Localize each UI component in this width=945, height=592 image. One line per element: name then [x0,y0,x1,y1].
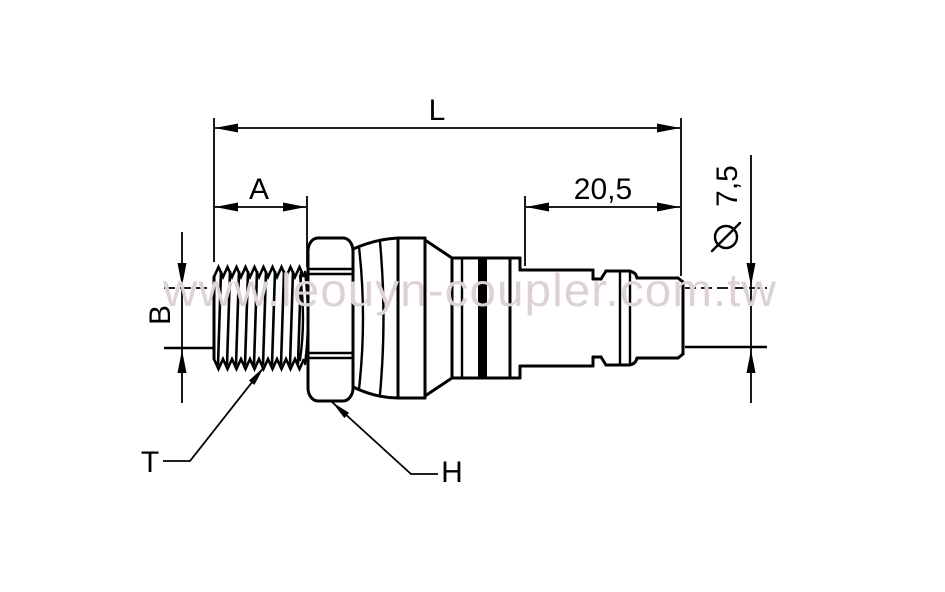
dim-B-label: B [144,305,177,325]
watermark-text: www.leouyn-coupler.com.tw [162,264,777,316]
callout-H-label: H [441,456,463,489]
dim-thread-diameter: B [144,232,213,403]
callout-T-label: T [141,446,159,479]
dim-tip-diameter: 7,5 [685,155,767,403]
diameter-icon [710,221,742,253]
callout-hex: H [331,401,463,489]
dim-thread-length: A [215,173,308,267]
body-cylinder [518,268,595,368]
hex-nut [306,236,355,403]
callout-thread: T [141,366,265,479]
dim-tip-diameter-value: 7,5 [711,165,744,207]
sleeve [351,236,400,400]
thread-section [212,263,310,373]
dim-plug-length: 20,5 [524,173,680,266]
dim-20-5-label: 20,5 [574,173,632,206]
part-profile [212,236,685,403]
tip-cylinder [635,276,685,360]
dim-overall-length: L [213,94,682,276]
black-ring-stripe [478,258,487,378]
neck-and-bead [591,268,639,368]
dim-L-label: L [429,94,446,127]
striped-collar [450,256,522,380]
dim-A-label: A [249,173,269,206]
collar-band [396,236,454,400]
